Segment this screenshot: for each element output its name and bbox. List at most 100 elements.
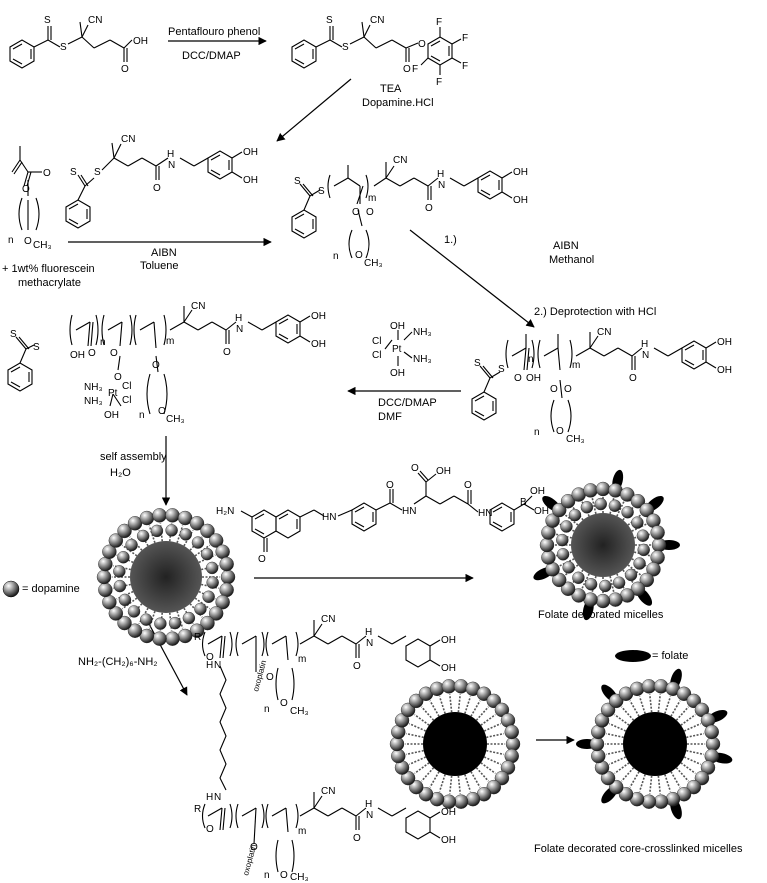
molecule-cta-acid [9, 21, 133, 69]
svg-text:n: n [264, 704, 270, 715]
step3-comonomer-line2: methacrylate [18, 277, 81, 289]
svg-text:n: n [534, 427, 540, 438]
peg-chain [686, 749, 705, 756]
dopamine-bead [205, 561, 219, 575]
peg-chain [486, 749, 505, 756]
svg-text:F: F [436, 77, 442, 88]
dopamine-bead [200, 523, 215, 539]
svg-text:O: O [258, 554, 266, 565]
micelle-core-crosslinked [389, 679, 521, 809]
peg-chain [638, 774, 646, 792]
svg-text:m: m [298, 654, 306, 665]
svg-text:O: O [353, 833, 361, 844]
svg-text:O: O [24, 236, 32, 247]
dopamine-bead [556, 548, 570, 561]
svg-text:OH: OH [311, 311, 326, 322]
dopamine-bead [168, 616, 182, 630]
step4-label-4: 2.) Deprotection with HCl [534, 306, 657, 318]
svg-text:S: S [326, 15, 333, 26]
peg-chain [648, 775, 653, 794]
svg-text:m: m [298, 826, 306, 837]
svg-text:N: N [366, 638, 373, 649]
svg-text:F: F [462, 61, 468, 72]
svg-text:OH: OH [441, 807, 456, 818]
peg-chain [608, 756, 627, 766]
peg-chain [605, 732, 624, 739]
svg-text:R: R [194, 804, 201, 815]
svg-text:O: O [386, 480, 394, 491]
dopamine-bead [560, 520, 573, 533]
dopamine-bead [705, 736, 721, 752]
peg-chain [609, 576, 615, 592]
dopamine-bead [541, 550, 556, 565]
peg-chain [420, 767, 435, 782]
svg-text:N: N [642, 350, 649, 361]
svg-text:CN: CN [191, 301, 205, 312]
peg-chain [664, 774, 672, 792]
svg-text:N: N [214, 660, 221, 671]
caption-folate-micelles: Folate decorated micelles [538, 609, 664, 621]
dopamine-bead [208, 606, 224, 621]
caption-crosslinked-micelles: Folate decorated core-crosslinked micell… [534, 843, 743, 855]
svg-text:O: O [121, 64, 129, 75]
svg-text:Cl: Cl [372, 336, 381, 347]
dopamine-bead [486, 779, 502, 795]
svg-text:O: O [158, 406, 166, 417]
svg-text:CH₃: CH₃ [33, 240, 52, 251]
svg-text:HN: HN [322, 512, 336, 523]
svg-text:S: S [70, 167, 77, 178]
svg-text:OH: OH [70, 350, 85, 361]
dopamine-bead [552, 502, 567, 518]
dopamine-bead [618, 787, 634, 802]
peg-chain [408, 722, 427, 732]
svg-text:O: O [629, 373, 637, 384]
svg-text:m: m [368, 193, 376, 204]
peg-chain [470, 771, 481, 788]
peg-chain [620, 706, 635, 721]
svg-text:S: S [44, 15, 51, 26]
svg-text:OH: OH [243, 147, 258, 158]
svg-text:H: H [365, 627, 372, 638]
dopamine-bead [505, 736, 521, 752]
dopamine-bead [127, 623, 143, 638]
dopamine-bead [624, 568, 638, 582]
micelle-folate-decorated [533, 469, 680, 621]
dopamine-bead [182, 611, 196, 625]
svg-text:NH₃: NH₃ [413, 354, 432, 365]
peg-chain [480, 762, 496, 775]
peg-chain [591, 498, 597, 514]
dopamine-bead [202, 590, 215, 603]
dopamine-bead [391, 748, 406, 764]
dopamine-bead [653, 794, 669, 809]
dopamine-bead [583, 483, 598, 498]
svg-text:F: F [412, 64, 418, 75]
svg-text:CN: CN [597, 327, 611, 338]
step4-label-3: Methanol [549, 254, 595, 266]
svg-text:O: O [206, 652, 214, 663]
svg-text:OH: OH [717, 365, 732, 376]
svg-text:CN: CN [321, 786, 335, 797]
peg-chain [405, 732, 424, 739]
peg-chain [670, 771, 681, 788]
dopamine-bead [98, 556, 113, 572]
peg-chain [605, 749, 624, 756]
svg-text:OH: OH [243, 175, 258, 186]
step5-reagent-top: DCC/DMAP [378, 397, 437, 409]
arrow-step4 [409, 229, 535, 328]
peg-chain [629, 771, 640, 788]
dopamine-bead [389, 736, 405, 752]
peg-chain [675, 706, 690, 721]
step3-reagent-top: AIBN [151, 247, 177, 259]
step6-label-2: H₂O [110, 467, 131, 479]
svg-text:H: H [437, 169, 444, 180]
peg-chain [683, 756, 702, 766]
svg-text:H: H [365, 799, 372, 810]
dopamine-bead [108, 533, 124, 548]
svg-text:oxoplatin: oxoplatin [241, 843, 258, 876]
dopamine-bead [165, 508, 180, 523]
dopamine-bead [429, 681, 445, 697]
dopamine-bead [562, 561, 575, 574]
dopamine-bead [102, 595, 117, 610]
svg-text:n: n [528, 354, 534, 365]
peg-chain [614, 713, 630, 726]
